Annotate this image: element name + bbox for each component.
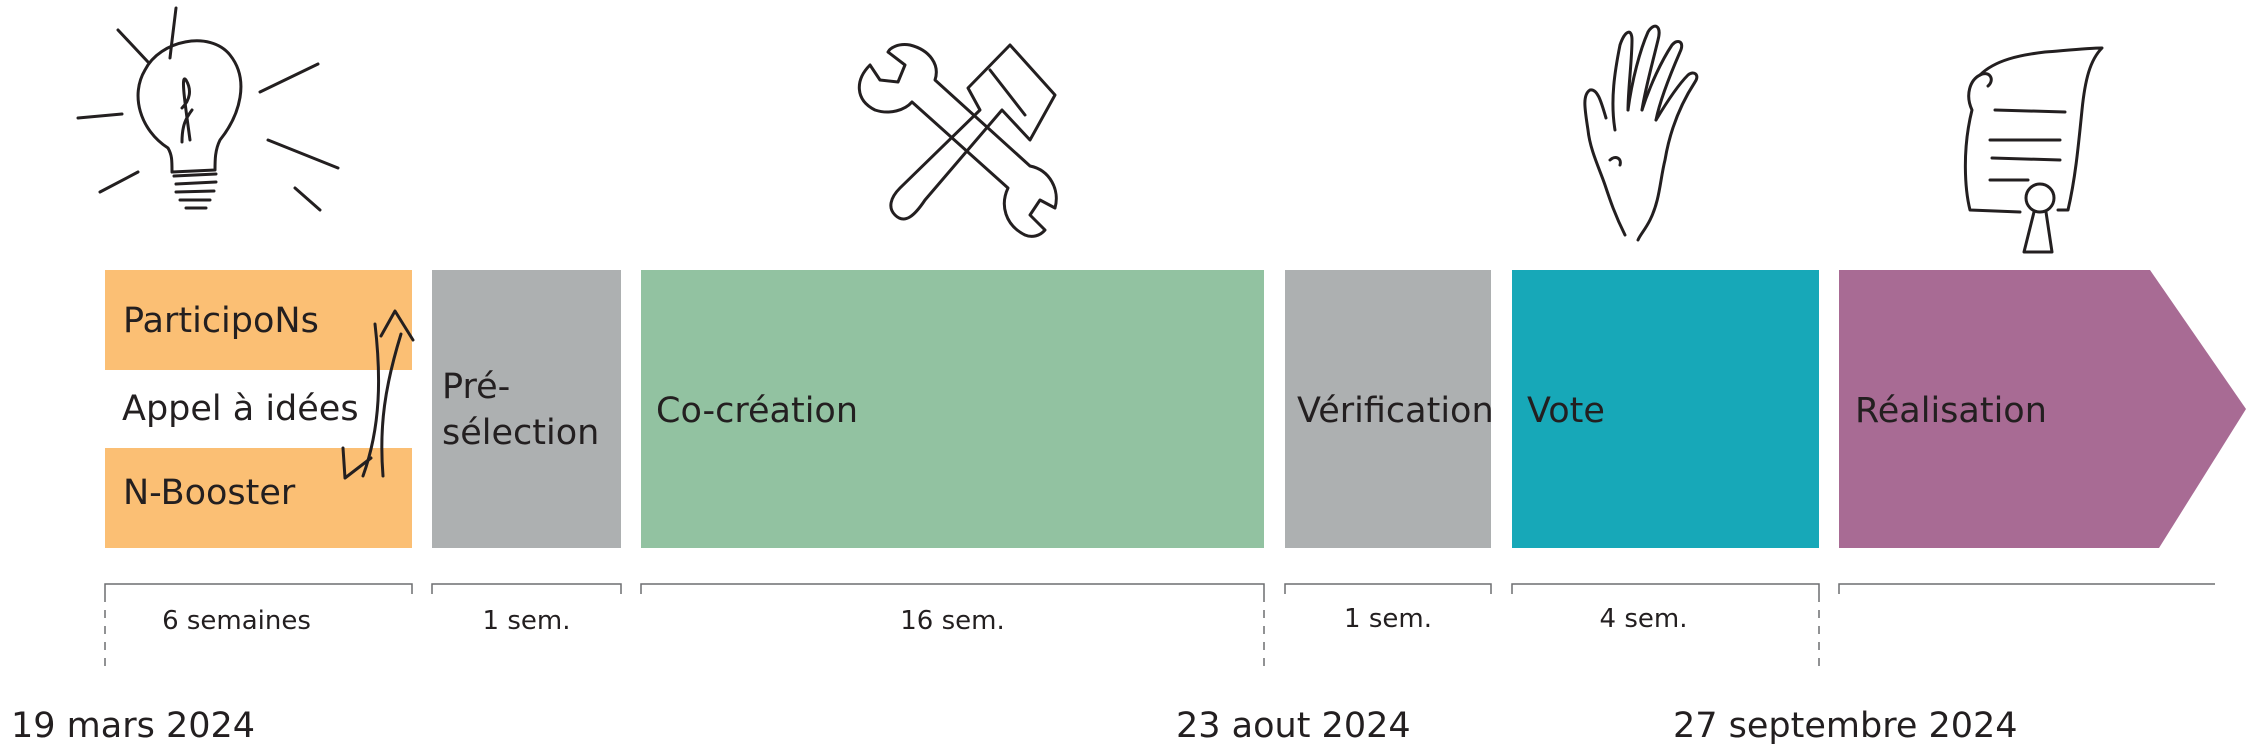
date-mid: 23 aout 2024 bbox=[1176, 706, 1411, 746]
preselection-block: Pré- sélection bbox=[432, 270, 621, 548]
preselection-label-line2: sélection bbox=[442, 413, 600, 453]
verification-block: Vérification bbox=[1285, 270, 1494, 548]
participons-band bbox=[105, 270, 412, 370]
participons-label: ParticipoNs bbox=[123, 301, 319, 341]
lightbulb-icon bbox=[76, 6, 340, 212]
duration-cocreation: 16 sem. bbox=[900, 606, 1005, 636]
duration-vote: 4 sem. bbox=[1599, 604, 1688, 634]
verification-label: Vérification bbox=[1297, 391, 1494, 431]
idea-phase-block: ParticipoNs Appel à idées N-Booster bbox=[105, 270, 415, 548]
cocreation-block: Co-création bbox=[641, 270, 1264, 548]
duration-brackets bbox=[104, 583, 2215, 666]
cocreation-label: Co-création bbox=[656, 391, 859, 431]
vote-block: Vote bbox=[1512, 270, 1819, 548]
realisation-arrow bbox=[1839, 270, 2246, 548]
nbooster-label: N-Booster bbox=[123, 473, 296, 513]
date-end: 27 septembre 2024 bbox=[1673, 706, 2018, 746]
tools-icon bbox=[857, 43, 1058, 238]
certificate-icon bbox=[1963, 46, 2104, 254]
appel-label: Appel à idées bbox=[122, 389, 359, 429]
duration-preselection: 1 sem. bbox=[482, 606, 571, 636]
cycle-arrows-icon bbox=[341, 309, 415, 480]
preselection-label-line1: Pré- bbox=[442, 367, 511, 407]
duration-verification: 1 sem. bbox=[1344, 604, 1432, 634]
hand-icon bbox=[1583, 24, 1699, 242]
vote-label: Vote bbox=[1527, 391, 1605, 431]
realisation-label: Réalisation bbox=[1855, 391, 2047, 431]
appel-band bbox=[105, 370, 412, 448]
date-start: 19 mars 2024 bbox=[11, 706, 256, 746]
duration-idea: 6 semaines bbox=[162, 606, 311, 636]
